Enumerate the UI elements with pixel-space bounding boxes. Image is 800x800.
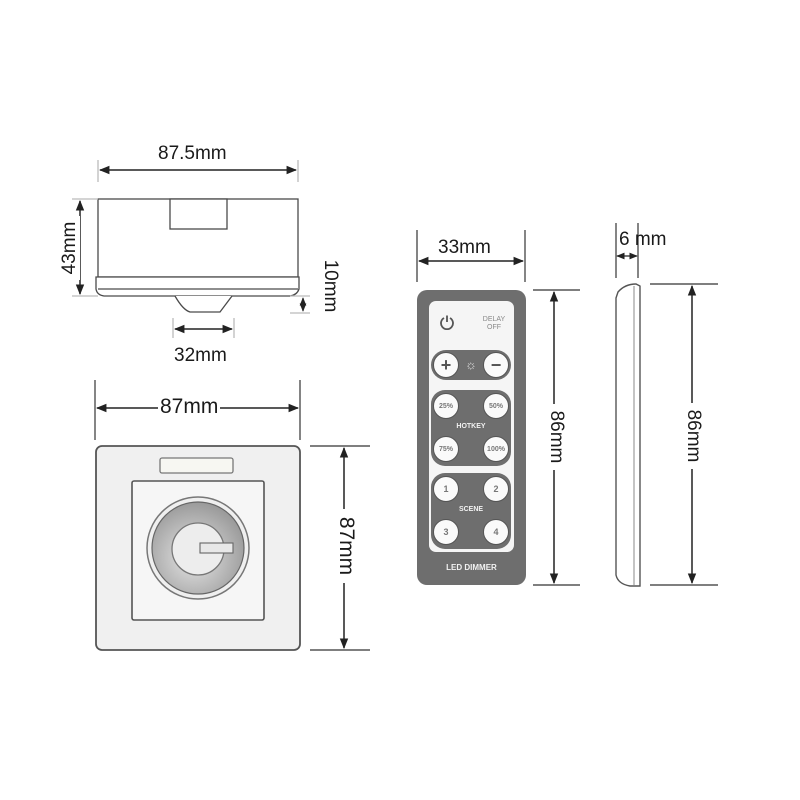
side-height-label: 86mm (683, 403, 704, 469)
delay-off-button[interactable]: DELAY OFF (482, 316, 506, 331)
scene-label: SCENE (458, 506, 484, 513)
hotkey-label: HOTKEY (456, 423, 486, 430)
hotkey-25-button[interactable]: 25% (433, 393, 459, 419)
top-height-label: 43mm (59, 216, 80, 280)
brightness-down-button[interactable]: − (483, 352, 509, 378)
scene-3-button[interactable]: 3 (433, 519, 459, 545)
scene-2-button[interactable]: 2 (483, 476, 509, 502)
remote-height-label: 86mm (546, 404, 567, 470)
scene-4-button[interactable]: 4 (483, 519, 509, 545)
front-width-label: 87mm (158, 395, 221, 418)
remote-width-label: 33mm (436, 237, 493, 258)
hotkey-100-button[interactable]: 100% (483, 436, 509, 462)
remote-side-view (615, 223, 641, 587)
side-thickness-label: 6 mm (619, 229, 667, 250)
hotkey-75-button[interactable]: 75% (433, 436, 459, 462)
power-icon[interactable] (439, 314, 455, 331)
sensor-width-label: 32mm (172, 345, 229, 366)
sun-icon: ☼ (465, 357, 477, 372)
brightness-up-button[interactable]: + (433, 352, 459, 378)
front-panel-device (94, 380, 301, 651)
scene-1-button[interactable]: 1 (433, 476, 459, 502)
protrusion-label: 10mm (320, 254, 341, 318)
front-height-label: 87mm (335, 509, 358, 583)
hotkey-50-button[interactable]: 50% (483, 393, 509, 419)
top-view-device (72, 160, 310, 338)
remote-control: DELAY OFF + ☼ − 25% 50% HOTKEY 75% 100% … (417, 290, 526, 585)
top-width-label: 87.5mm (156, 143, 229, 164)
led-dimmer-label: LED DIMMER (446, 563, 497, 572)
